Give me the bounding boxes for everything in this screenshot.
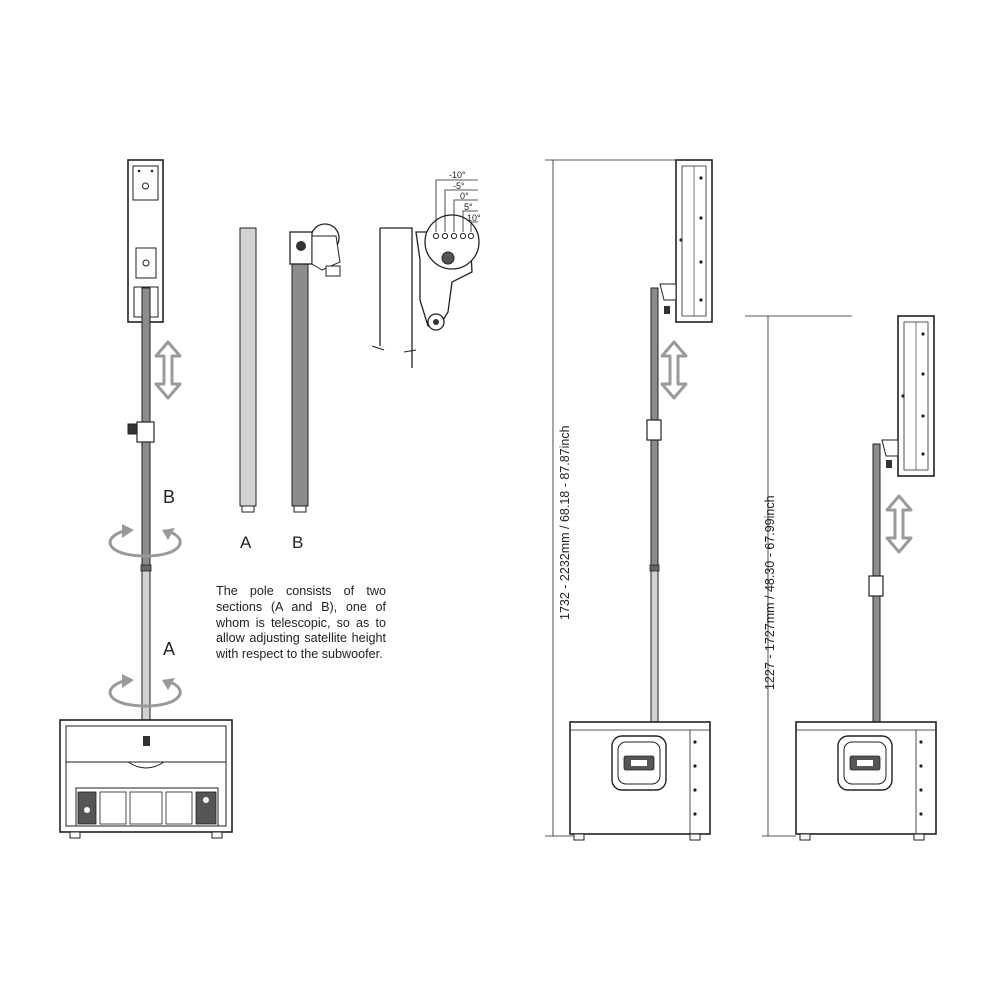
subwoofer-rear-panel <box>59 719 233 839</box>
tall-configuration: 1732 - 2232mm / 68.18 - 87.87inch <box>545 159 713 841</box>
short-height-dimension: 1227 - 1727mm / 48.30 - 67.99inch <box>763 495 777 690</box>
pole-section-a <box>872 595 881 723</box>
double-arrow-icon <box>154 340 182 400</box>
section-a-detail-label: A <box>240 533 252 552</box>
rotate-arrow-icon <box>108 674 182 708</box>
tilt-angle-label: 10° <box>467 213 481 223</box>
pole-section-a <box>141 569 151 721</box>
satellite-speaker-side <box>659 159 713 323</box>
tilt-angle-label: 5° <box>464 202 473 212</box>
tilt-angle-label: 0° <box>460 191 469 201</box>
double-arrow-icon <box>660 340 688 400</box>
front-view-assembly: B A <box>59 159 233 839</box>
pole-section-a <box>650 569 659 723</box>
subwoofer-side <box>569 721 711 841</box>
pole-sections-detail: A B <box>239 223 341 552</box>
pole-section-a-detail <box>239 227 257 507</box>
section-b-detail-label: B <box>292 533 303 552</box>
double-arrow-icon <box>885 494 913 554</box>
pole-clamp <box>127 421 155 443</box>
section-b-label: B <box>163 487 175 507</box>
pole-section-b-detail <box>291 239 309 507</box>
subwoofer-side <box>795 721 937 841</box>
satellite-speaker-side <box>881 315 935 477</box>
pole-description: The pole consists of two sections (A and… <box>216 584 386 662</box>
tilt-bracket-detail: -10° -5° 0° 5° 10° <box>371 170 481 368</box>
section-a-label: A <box>163 639 175 659</box>
tilt-angle-label: -5° <box>453 181 465 191</box>
tall-height-dimension: 1732 - 2232mm / 68.18 - 87.87inch <box>558 425 572 620</box>
short-configuration: 1227 - 1727mm / 48.30 - 67.99inch <box>745 315 937 841</box>
tilt-angle-label: -10° <box>449 170 466 180</box>
rotate-arrow-icon <box>108 524 182 558</box>
pole-section-b <box>872 443 881 579</box>
